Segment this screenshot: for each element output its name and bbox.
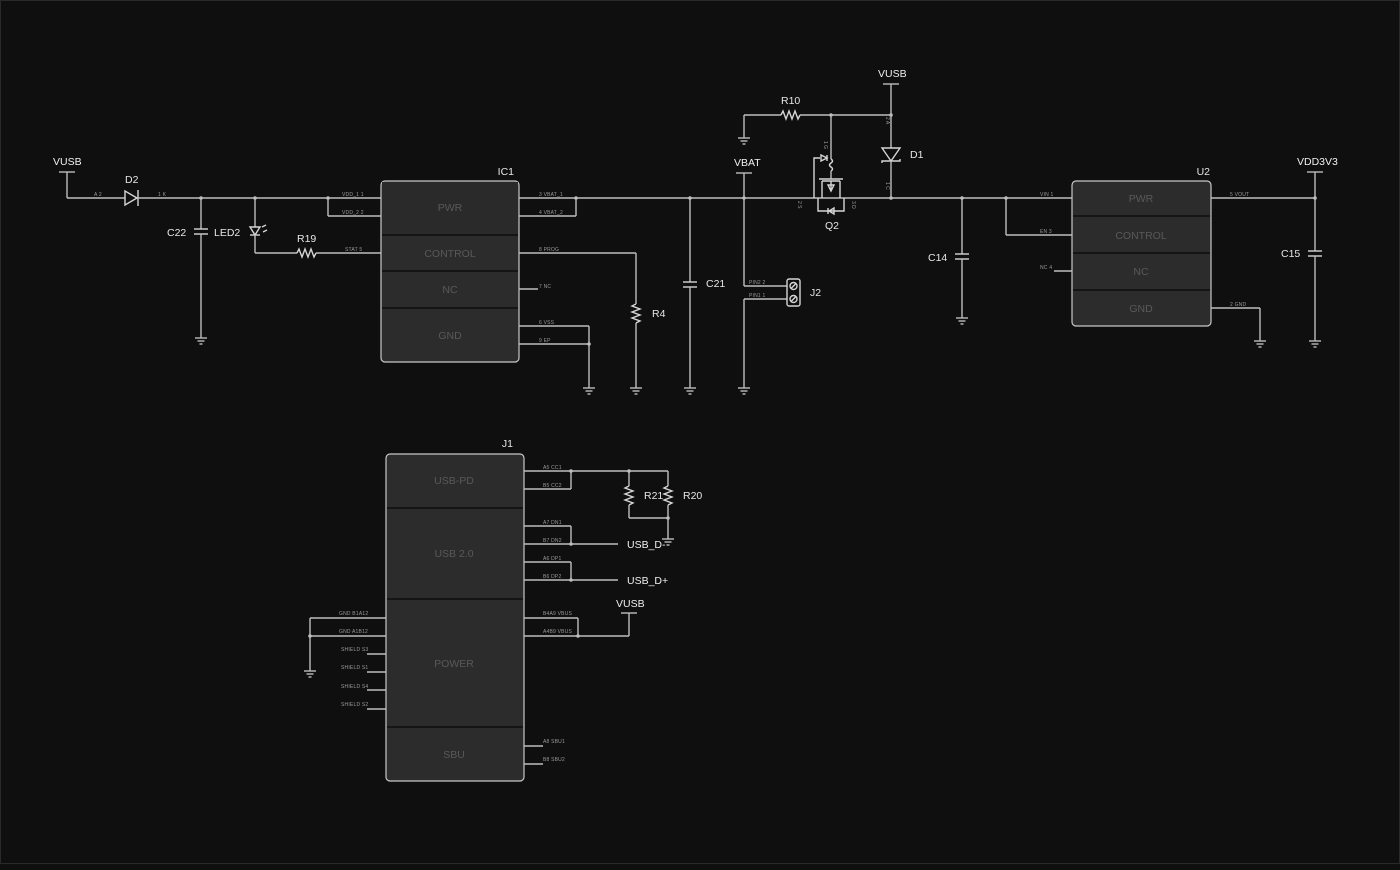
q2-pin-s: 2 S bbox=[796, 201, 802, 209]
ref-r21: R21 bbox=[644, 490, 663, 502]
j1-pin-gnd1: GND B1A12 bbox=[339, 611, 368, 617]
ref-r4: R4 bbox=[652, 308, 666, 320]
ref-ic1: IC1 bbox=[498, 166, 515, 178]
ic1-pin-vbat1: 3 VBAT_1 bbox=[539, 192, 563, 198]
u2-section-control: CONTROL bbox=[1115, 230, 1166, 242]
resistor-r4[interactable]: R4 bbox=[629, 253, 666, 395]
ic1-section-control: CONTROL bbox=[424, 248, 475, 260]
ic1-pin-vss: 6 VSS bbox=[539, 320, 555, 326]
ref-j1: J1 bbox=[502, 438, 513, 450]
resistor-r10[interactable]: R10 bbox=[737, 95, 891, 145]
j1-pin-shield-s3: SHIELD S3 bbox=[341, 647, 368, 653]
d1-pin-a: 2 A bbox=[884, 117, 890, 125]
capacitor-c15[interactable]: C15 bbox=[1281, 248, 1322, 348]
j1-section-usb2: USB 2.0 bbox=[434, 548, 473, 560]
ref-d1: D1 bbox=[910, 149, 924, 161]
net-label-vusb-j1: VUSB bbox=[616, 598, 645, 610]
u2-chip[interactable]: PWR CONTROL NC GND U2 VIN 1 EN 3 NC 4 5 … bbox=[1040, 166, 1249, 327]
ref-c15: C15 bbox=[1281, 248, 1300, 260]
j1-pin-cc2: B5 CC2 bbox=[543, 483, 562, 489]
resistor-r19[interactable]: R19 bbox=[296, 233, 381, 259]
j1-pin-cc1: A5 CC1 bbox=[543, 465, 562, 471]
ref-r20: R20 bbox=[683, 490, 702, 502]
net-label-vbat: VBAT bbox=[734, 157, 761, 169]
ref-q2: Q2 bbox=[825, 220, 839, 232]
j1-section-power: POWER bbox=[434, 658, 474, 670]
ref-c21: C21 bbox=[706, 278, 725, 290]
vusb-j1-port: VUSB bbox=[616, 598, 645, 636]
ic1-pin-nc: 7 NC bbox=[539, 284, 551, 290]
mosfet-q2[interactable]: Q2 1 G 2 S 3 D bbox=[796, 115, 856, 232]
q2-pin-d: 3 D bbox=[850, 201, 856, 209]
capacitor-c14[interactable]: C14 bbox=[928, 196, 969, 325]
ic1-chip[interactable]: PWR CONTROL NC GND IC1 VDD_1 1 VDD_2 2 S… bbox=[342, 166, 563, 363]
d1-pin-c: 1 C bbox=[884, 182, 890, 190]
vdd3v3-port: VDD3V3 bbox=[1297, 156, 1338, 251]
ic1-pin-vdd1: VDD_1 1 bbox=[342, 192, 364, 198]
ic1-pin-vdd2: VDD_2 2 bbox=[342, 210, 364, 216]
ref-c14: C14 bbox=[928, 252, 947, 264]
j1-pin-vbus2: A4B9 VBUS bbox=[543, 629, 573, 635]
ic1-pin-vbat2: 4 VBAT_2 bbox=[539, 210, 563, 216]
j1-pin-vbus1: B4A9 VBUS bbox=[543, 611, 573, 617]
j1-pin-dn2: B7 DN2 bbox=[543, 538, 562, 544]
j1-pin-shield-s4: SHIELD S4 bbox=[341, 684, 368, 690]
diode-d2[interactable]: D2 A 2 1 K bbox=[94, 174, 167, 207]
j1-pin-dn1: A7 DN1 bbox=[543, 520, 562, 526]
j1-pin-dp2: B6 DP2 bbox=[543, 574, 561, 580]
j2-pin1: PIN1 1 bbox=[749, 293, 766, 299]
net-label-vusb-top: VUSB bbox=[878, 68, 907, 80]
ref-led2: LED2 bbox=[214, 227, 240, 239]
u2-pin-vout: 5 VOUT bbox=[1230, 192, 1249, 198]
q2-pin-g: 1 G bbox=[822, 141, 828, 149]
u2-section-gnd: GND bbox=[1129, 303, 1153, 315]
u2-pin-en: EN 3 bbox=[1040, 229, 1052, 235]
net-label-vusb: VUSB bbox=[53, 156, 82, 168]
ic1-section-nc: NC bbox=[442, 284, 458, 296]
ic1-pin-stat: STAT 5 bbox=[345, 247, 362, 253]
net-label-usb-dm: USB_D- bbox=[627, 539, 666, 551]
j1-pin-sbu1: A8 SBU1 bbox=[543, 739, 565, 745]
j1-pin-shield-s1: SHIELD S1 bbox=[341, 665, 368, 671]
ref-c22: C22 bbox=[167, 227, 186, 239]
ic1-pin-ep: 9 EP bbox=[539, 338, 551, 344]
u2-pin-nc: NC 4 bbox=[1040, 265, 1052, 271]
connector-j2[interactable]: J2 PIN2 2 PIN1 1 bbox=[749, 278, 821, 307]
net-label-usb-dp: USB_D+ bbox=[627, 575, 668, 587]
capacitor-c22[interactable]: C22 bbox=[167, 198, 208, 345]
j1-connector[interactable]: USB-PD USB 2.0 POWER SBU J1 A5 CC1 B5 CC… bbox=[339, 438, 573, 782]
resistor-r20[interactable]: R20 bbox=[662, 471, 702, 535]
j2-pin2: PIN2 2 bbox=[749, 280, 766, 286]
pin-d2-a: A 2 bbox=[94, 192, 102, 198]
net-label-vdd3v3: VDD3V3 bbox=[1297, 156, 1338, 168]
ref-d2: D2 bbox=[125, 174, 139, 186]
ref-u2: U2 bbox=[1197, 166, 1211, 178]
ic1-pin-prog: 8 PROG bbox=[539, 247, 559, 253]
ref-r19: R19 bbox=[297, 233, 316, 245]
capacitor-c21[interactable]: C21 bbox=[683, 196, 725, 395]
led-led2[interactable]: LED2 bbox=[214, 198, 297, 254]
j1-pin-shield-s2: SHIELD S2 bbox=[341, 702, 368, 708]
vusb-left-port: VUSB bbox=[53, 156, 82, 198]
vbat-port: VBAT bbox=[734, 157, 761, 286]
vusb-top-port: VUSB bbox=[878, 68, 907, 148]
ref-j2: J2 bbox=[810, 287, 821, 299]
u2-section-nc: NC bbox=[1133, 266, 1149, 278]
j1-pin-gnd2: GND A1B12 bbox=[339, 629, 368, 635]
diode-d1[interactable]: D1 2 A 1 C bbox=[880, 117, 924, 200]
j1-section-usbpd: USB-PD bbox=[434, 475, 474, 487]
u2-section-pwr: PWR bbox=[1129, 193, 1154, 205]
u2-pin-gnd: 2 GND bbox=[1230, 302, 1246, 308]
u2-pin-vin: VIN 1 bbox=[1040, 192, 1054, 198]
j1-pin-dp1: A6 DP1 bbox=[543, 556, 561, 562]
j1-section-sbu: SBU bbox=[443, 749, 465, 761]
ref-r10: R10 bbox=[781, 95, 800, 107]
ic1-section-gnd: GND bbox=[438, 330, 462, 342]
resistor-r21[interactable]: R21 bbox=[623, 471, 663, 518]
pin-d2-k: 1 K bbox=[158, 192, 167, 198]
ic1-section-pwr: PWR bbox=[438, 202, 463, 214]
j1-pin-sbu2: B8 SBU2 bbox=[543, 757, 565, 763]
